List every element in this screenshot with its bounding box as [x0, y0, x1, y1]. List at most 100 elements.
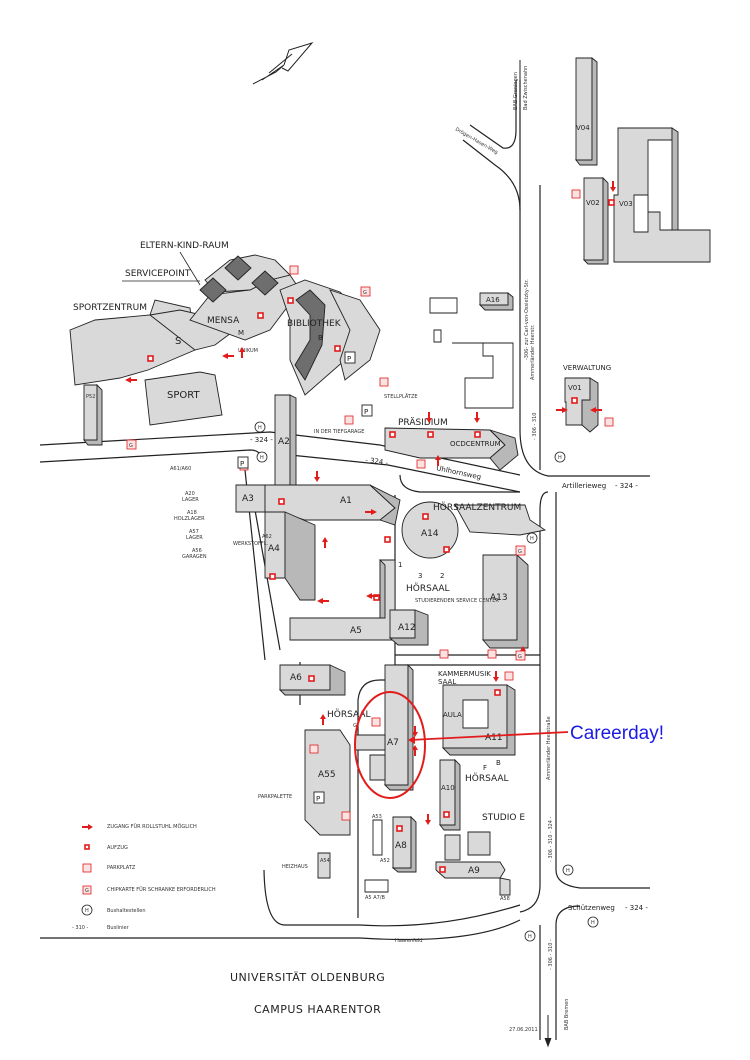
building-A53[interactable]: [372, 819, 383, 856]
elevator-icon: [384, 536, 391, 543]
label-A12[interactable]: A12: [398, 623, 416, 633]
label-V02[interactable]: V02: [586, 199, 600, 207]
building-A11[interactable]: [441, 684, 516, 756]
label-A55[interactable]: A55: [318, 770, 336, 780]
building-praesidium[interactable]: [384, 427, 519, 471]
label-A8[interactable]: A8: [395, 841, 407, 851]
building-A54[interactable]: [317, 852, 331, 879]
label-A5[interactable]: A5: [350, 626, 362, 636]
disabled-parking-icon: [379, 377, 389, 387]
label-A9[interactable]: A9: [468, 866, 480, 876]
parking-icon: P: [347, 355, 351, 363]
label-stellplaetze: STELLPLÄTZE: [384, 393, 418, 400]
building-A16[interactable]: [478, 292, 514, 311]
label-V01[interactable]: V01: [568, 384, 582, 392]
label-A3[interactable]: A3: [242, 494, 254, 504]
building-V02[interactable]: [582, 176, 609, 265]
map-date: 27.06.2011: [509, 1027, 538, 1033]
wheelchair-access-arrow-icon: [610, 181, 616, 192]
bus-line-324-a: - 324 -: [250, 436, 273, 444]
label-hoersaalzentrum: HÖRSAALZENTRUM: [433, 502, 521, 513]
building-A10[interactable]: [439, 758, 461, 831]
wheelchair-access-arrow-icon: [556, 407, 568, 413]
label-A6[interactable]: A6: [290, 673, 302, 683]
label-S: S: [175, 336, 181, 347]
label-A13[interactable]: A13: [490, 593, 508, 603]
bus-line-306-310-a: - 306 - 310: [532, 413, 538, 440]
street-draegen-hasen-weg: Drögen-Hasen-Weg: [454, 127, 499, 156]
street-uhlhornsweg: Uhlhornsweg: [436, 464, 482, 481]
building-A5A7B[interactable]: [364, 879, 389, 893]
building-A4[interactable]: [264, 511, 316, 601]
building-A14[interactable]: [401, 501, 547, 559]
label-A16[interactable]: A16: [486, 296, 500, 304]
roads: [39, 80, 650, 1040]
label-A1[interactable]: A1: [340, 496, 352, 506]
building-servicepoint[interactable]: [199, 255, 279, 303]
label-verwaltung: VERWALTUNG: [563, 364, 611, 372]
north-arrow-icon: [252, 42, 314, 85]
label-A54: A54: [320, 858, 330, 864]
bus-line-306-310-c: - 306 - 310 -: [548, 939, 554, 970]
building-A7[interactable]: [354, 663, 414, 791]
label-V03[interactable]: V03: [619, 200, 633, 208]
label-V04[interactable]: V04: [576, 124, 590, 132]
label-heizhaus: HEIZHAUS: [282, 864, 308, 870]
building-bibliothek[interactable]: [279, 279, 381, 396]
label-A11[interactable]: A11: [485, 733, 503, 743]
wheelchair-access-arrow-icon: [366, 593, 378, 599]
chipcard-icon: G: [518, 549, 522, 555]
label-eltern-kind-raum: ELTERN-KIND-RAUM: [140, 241, 229, 251]
elevator-icon: [439, 866, 446, 873]
building-A13[interactable]: [482, 553, 529, 649]
pointer-arrow: [409, 731, 569, 741]
building-mensa[interactable]: [189, 254, 301, 341]
bus-line-306-310-b: - 306 - 310 - 324 -: [548, 816, 554, 862]
disabled-parking-markers: [239, 189, 614, 821]
legend-label: Buslinier: [107, 925, 130, 931]
building-A6[interactable]: [278, 664, 346, 696]
entrance-1: 1: [398, 561, 402, 569]
bus-stop-icon: H: [558, 455, 562, 461]
label-A4[interactable]: A4: [268, 544, 280, 554]
label-A52: A52: [380, 858, 390, 864]
entrance-B: B: [496, 759, 501, 767]
street-schuetzenweg: Schützenweg: [568, 904, 615, 912]
label-sportzentrum: SPORTZENTRUM: [73, 303, 147, 313]
label-bibliothek: BIBLIOTHEK: [287, 319, 342, 329]
label-ocdcentrum: OCDCENTRUM: [450, 440, 501, 448]
building-A5[interactable]: [289, 558, 396, 641]
building-A12[interactable]: [388, 609, 429, 646]
access-arrows: [125, 181, 616, 825]
wheelchair-access-arrow-icon: [426, 412, 432, 423]
label-hoersaal-a14: HÖRSAAL: [406, 583, 450, 594]
careerday-label[interactable]: Careerday!: [570, 723, 664, 744]
label-A2[interactable]: A2: [278, 437, 290, 447]
wheelchair-access-arrow-icon: [365, 509, 377, 515]
careerday-annotation[interactable]: Careerday!: [354, 691, 664, 799]
building-V04[interactable]: [575, 57, 598, 166]
building-outline: [433, 329, 442, 343]
building-A2[interactable]: [274, 394, 297, 501]
entrance-2: 2: [440, 572, 444, 580]
label-tiefgarage: IN DER TIEFGARAGE: [314, 429, 364, 435]
street-artillerieweg: Artillerieweg: [562, 482, 606, 490]
label-A7[interactable]: A7: [387, 738, 399, 748]
entrance-3: 3: [418, 572, 422, 580]
label-parkpalette: PARKPALETTE: [258, 794, 292, 800]
elevator-icon: [571, 397, 578, 404]
wheelchair-access-arrow-icon: [222, 353, 234, 359]
label-A57: A57: [189, 529, 199, 535]
label-A10[interactable]: A10: [441, 784, 455, 792]
bus-stop-icon: H: [591, 920, 595, 926]
label-bab-bremen: BAB Bremen: [564, 999, 570, 1030]
elevator-icon: [334, 345, 341, 352]
building-V03[interactable]: [613, 127, 711, 263]
building-A9[interactable]: [435, 831, 511, 896]
building-A1[interactable]: [264, 484, 401, 526]
legend-label: Bushaltestellen: [107, 908, 146, 914]
building-A55[interactable]: [304, 729, 351, 836]
bus-stop-icon: H: [258, 425, 262, 431]
label-A56: A56: [192, 548, 202, 554]
label-A14[interactable]: A14: [421, 529, 439, 539]
